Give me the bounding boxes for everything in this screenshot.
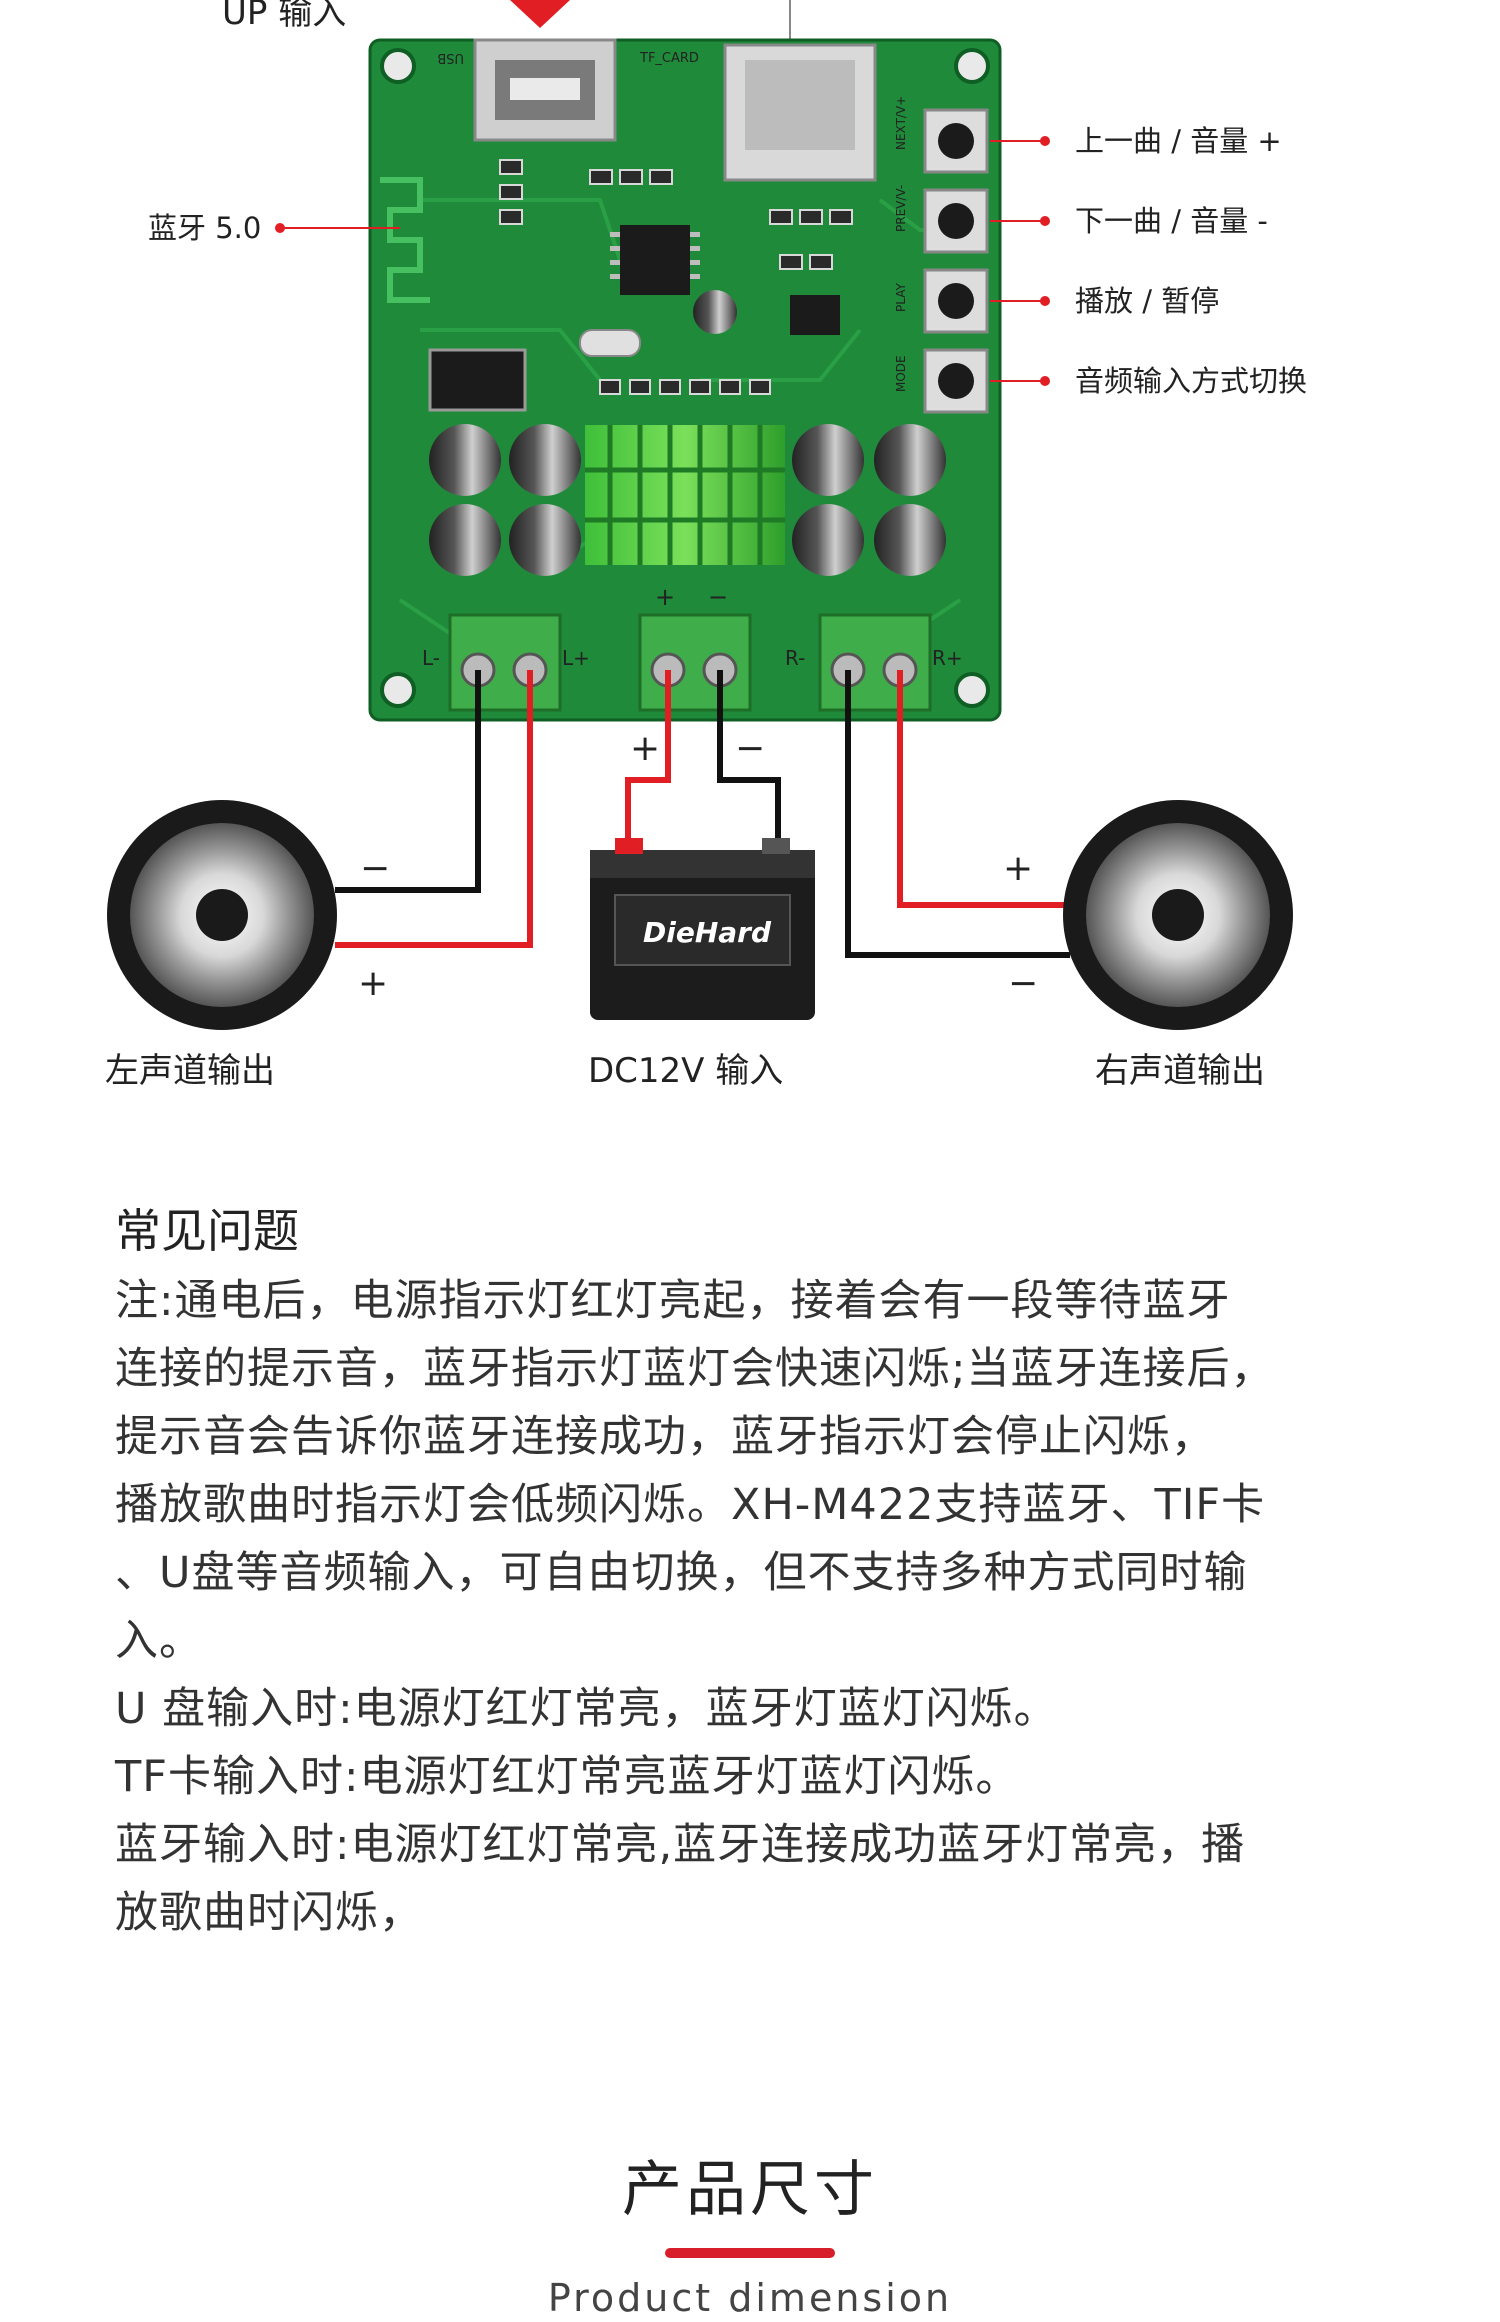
faq-line: U 盘输入时:电源灯红灯常亮，蓝牙灯蓝灯闪烁。 bbox=[115, 1684, 1058, 1734]
usb-arrow-icon bbox=[510, 0, 570, 28]
wire-left-minus bbox=[335, 670, 481, 893]
tf-card-slot-icon bbox=[723, 43, 877, 182]
btn-silk-play: PLAY bbox=[894, 283, 908, 312]
terminal-label-left-minus: L- bbox=[422, 646, 440, 670]
faq-heading: 常见问题 bbox=[115, 1204, 299, 1258]
sign-right-plus: + bbox=[1003, 848, 1033, 889]
faq-line: 连接的提示音，蓝牙指示灯蓝灯会快速闪烁;当蓝牙连接后， bbox=[115, 1344, 1275, 1394]
wire-right-minus bbox=[845, 670, 1070, 958]
callout-input-mode-switch: 音频输入方式切换 bbox=[1075, 364, 1307, 398]
faq-line: 注:通电后，电源指示灯红灯亮起，接着会有一段等待蓝牙 bbox=[115, 1276, 1231, 1326]
wire-right-plus bbox=[897, 670, 1070, 908]
faq-section: 常见问题 注:通电后，电源指示灯红灯亮起，接着会有一段等待蓝牙 连接的提示音，蓝… bbox=[115, 1195, 1435, 1947]
faq-line: TF卡输入时:电源灯红灯常亮蓝牙灯蓝灯闪烁。 bbox=[115, 1752, 1020, 1802]
battery-brand: DieHard bbox=[643, 916, 772, 949]
faq-line: 提示音会告诉你蓝牙连接成功，蓝牙指示灯会停止闪烁， bbox=[115, 1412, 1215, 1462]
capacitors bbox=[429, 424, 946, 576]
dimension-section: 产品尺寸 Product dimension bbox=[0, 2150, 1500, 2320]
dimension-subtitle: Product dimension bbox=[547, 2276, 953, 2320]
usb-port-icon bbox=[473, 38, 617, 142]
heatsink bbox=[585, 425, 785, 565]
terminal-label-power-plus: + bbox=[655, 583, 675, 611]
right-speaker-icon bbox=[1063, 800, 1293, 1030]
terminal-blocks bbox=[448, 613, 932, 712]
regulator-chip bbox=[428, 348, 527, 412]
caption-left-channel: 左声道输出 bbox=[105, 1051, 275, 1091]
wiring-diagram: UP 输入 USB bbox=[105, 0, 1307, 1091]
btn-silk-mode: MODE bbox=[894, 355, 908, 392]
callout-play-pause: 播放 / 暂停 bbox=[1075, 284, 1219, 318]
caption-right-channel: 右声道输出 bbox=[1095, 1051, 1265, 1091]
sign-left-plus: + bbox=[358, 963, 388, 1004]
wire-battery-plus bbox=[625, 670, 671, 860]
wire-left-plus bbox=[335, 670, 533, 948]
left-speaker-icon bbox=[107, 800, 337, 1030]
sign-battery-plus: + bbox=[630, 728, 660, 769]
crystal bbox=[579, 329, 641, 357]
small-capacitor bbox=[693, 290, 737, 334]
dimension-title: 产品尺寸 bbox=[622, 2155, 878, 2225]
faq-line: 放歌曲时闪烁， bbox=[115, 1888, 423, 1938]
sign-right-minus: − bbox=[1008, 963, 1038, 1004]
mounting-holes bbox=[380, 48, 990, 708]
sign-battery-minus: − bbox=[735, 728, 765, 769]
tactile-buttons bbox=[923, 108, 989, 414]
btn-silk-next: NEXT/V+ bbox=[894, 96, 908, 150]
bluetooth-antenna-icon bbox=[380, 177, 430, 303]
title-underline-bar bbox=[665, 2248, 835, 2258]
main-chip bbox=[620, 225, 690, 295]
terminal-label-right-plus: R+ bbox=[932, 646, 963, 670]
callout-bluetooth: 蓝牙 5.0 bbox=[148, 211, 261, 245]
faq-line: 、U盘等音频输入，可自由切换，但不支持多种方式同时输 bbox=[115, 1548, 1248, 1598]
terminal-label-left-plus: L+ bbox=[562, 646, 590, 670]
battery-icon: DieHard bbox=[590, 838, 815, 1020]
btn-silk-prev: PREV/V- bbox=[894, 185, 908, 232]
caption-dc12v-input: DC12V 输入 bbox=[588, 1051, 783, 1091]
callout-prev-volume-down: 下一曲 / 音量 - bbox=[1075, 204, 1268, 238]
top-input-label: UP 输入 bbox=[222, 0, 346, 33]
callout-next-volume-up: 上一曲 / 音量 + bbox=[1075, 124, 1282, 158]
tf-silk-label: TF_CARD bbox=[639, 51, 699, 66]
pcb-board: USB TF_CARD bbox=[368, 38, 1002, 722]
wire-battery-minus bbox=[717, 670, 781, 860]
usb-silk-label: USB bbox=[437, 50, 464, 65]
faq-line: 入。 bbox=[115, 1616, 203, 1666]
sign-left-minus: − bbox=[360, 848, 390, 889]
terminal-label-power-minus: − bbox=[708, 583, 728, 611]
faq-line: 播放歌曲时指示灯会低频闪烁。XH-M422支持蓝牙、TIF卡 bbox=[115, 1480, 1266, 1530]
faq-line: 蓝牙输入时:电源灯红灯常亮,蓝牙连接成功蓝牙灯常亮，播 bbox=[115, 1820, 1246, 1870]
terminal-label-right-minus: R- bbox=[785, 646, 805, 670]
